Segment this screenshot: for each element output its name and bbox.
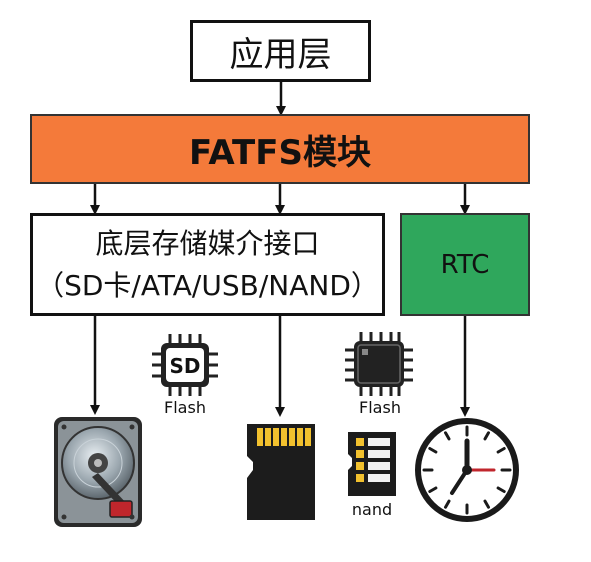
hard-disk-icon [54, 417, 142, 527]
storage-interface-box: 底层存储媒介接口 （SD卡/ATA/USB/NAND） [30, 213, 385, 316]
fatfs-module-label: FATFS模块 [189, 132, 371, 173]
storage-interface-label: 底层存储媒介接口 [95, 226, 320, 260]
clock-icon [415, 418, 519, 522]
sd-chip-text: SD [169, 354, 200, 378]
rtc-label: RTC [440, 249, 490, 280]
fatfs-module-box: FATFS模块 [30, 114, 530, 184]
app-layer-label: 应用层 [229, 34, 332, 75]
storage-interface-sublabel: （SD卡/ATA/USB/NAND） [36, 268, 379, 302]
sd-chip-caption: Flash [164, 398, 206, 417]
chip-icon [345, 332, 413, 396]
sd-chip-icon: SD [152, 334, 218, 396]
rtc-box: RTC [400, 213, 530, 316]
nand-caption: nand [351, 500, 393, 519]
app-layer-box: 应用层 [190, 20, 371, 82]
flash-chip-caption: Flash [359, 398, 401, 417]
nand-card-icon [348, 432, 396, 496]
microsd-card-icon [247, 424, 315, 520]
